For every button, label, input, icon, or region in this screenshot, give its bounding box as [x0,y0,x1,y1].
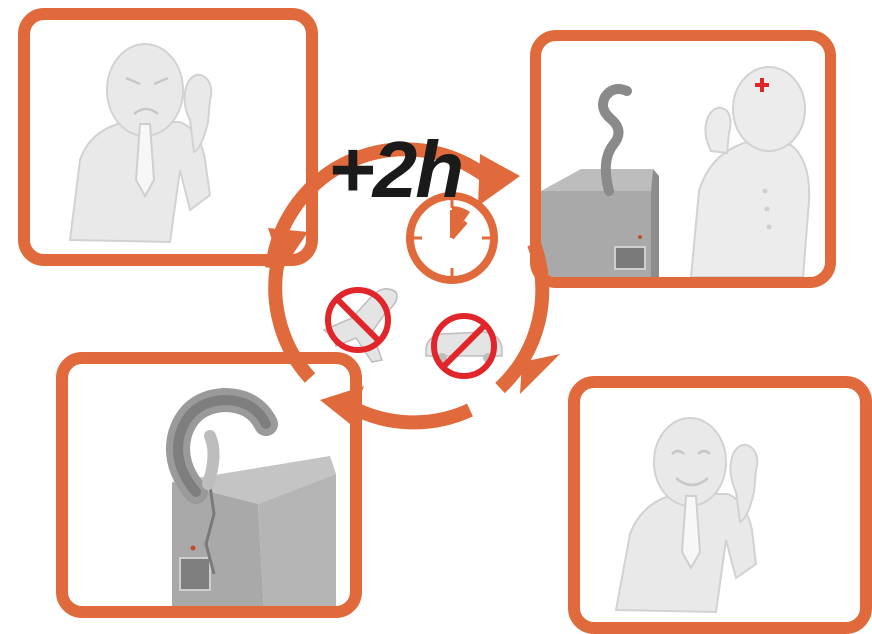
no-airplane-icon [324,289,397,362]
arrowhead-top-right-icon [478,154,520,206]
cycle-arc-bottom [346,404,470,422]
cycle-arc-left [275,246,310,378]
duration-label: +2h [328,130,462,210]
no-car-icon [426,316,502,376]
